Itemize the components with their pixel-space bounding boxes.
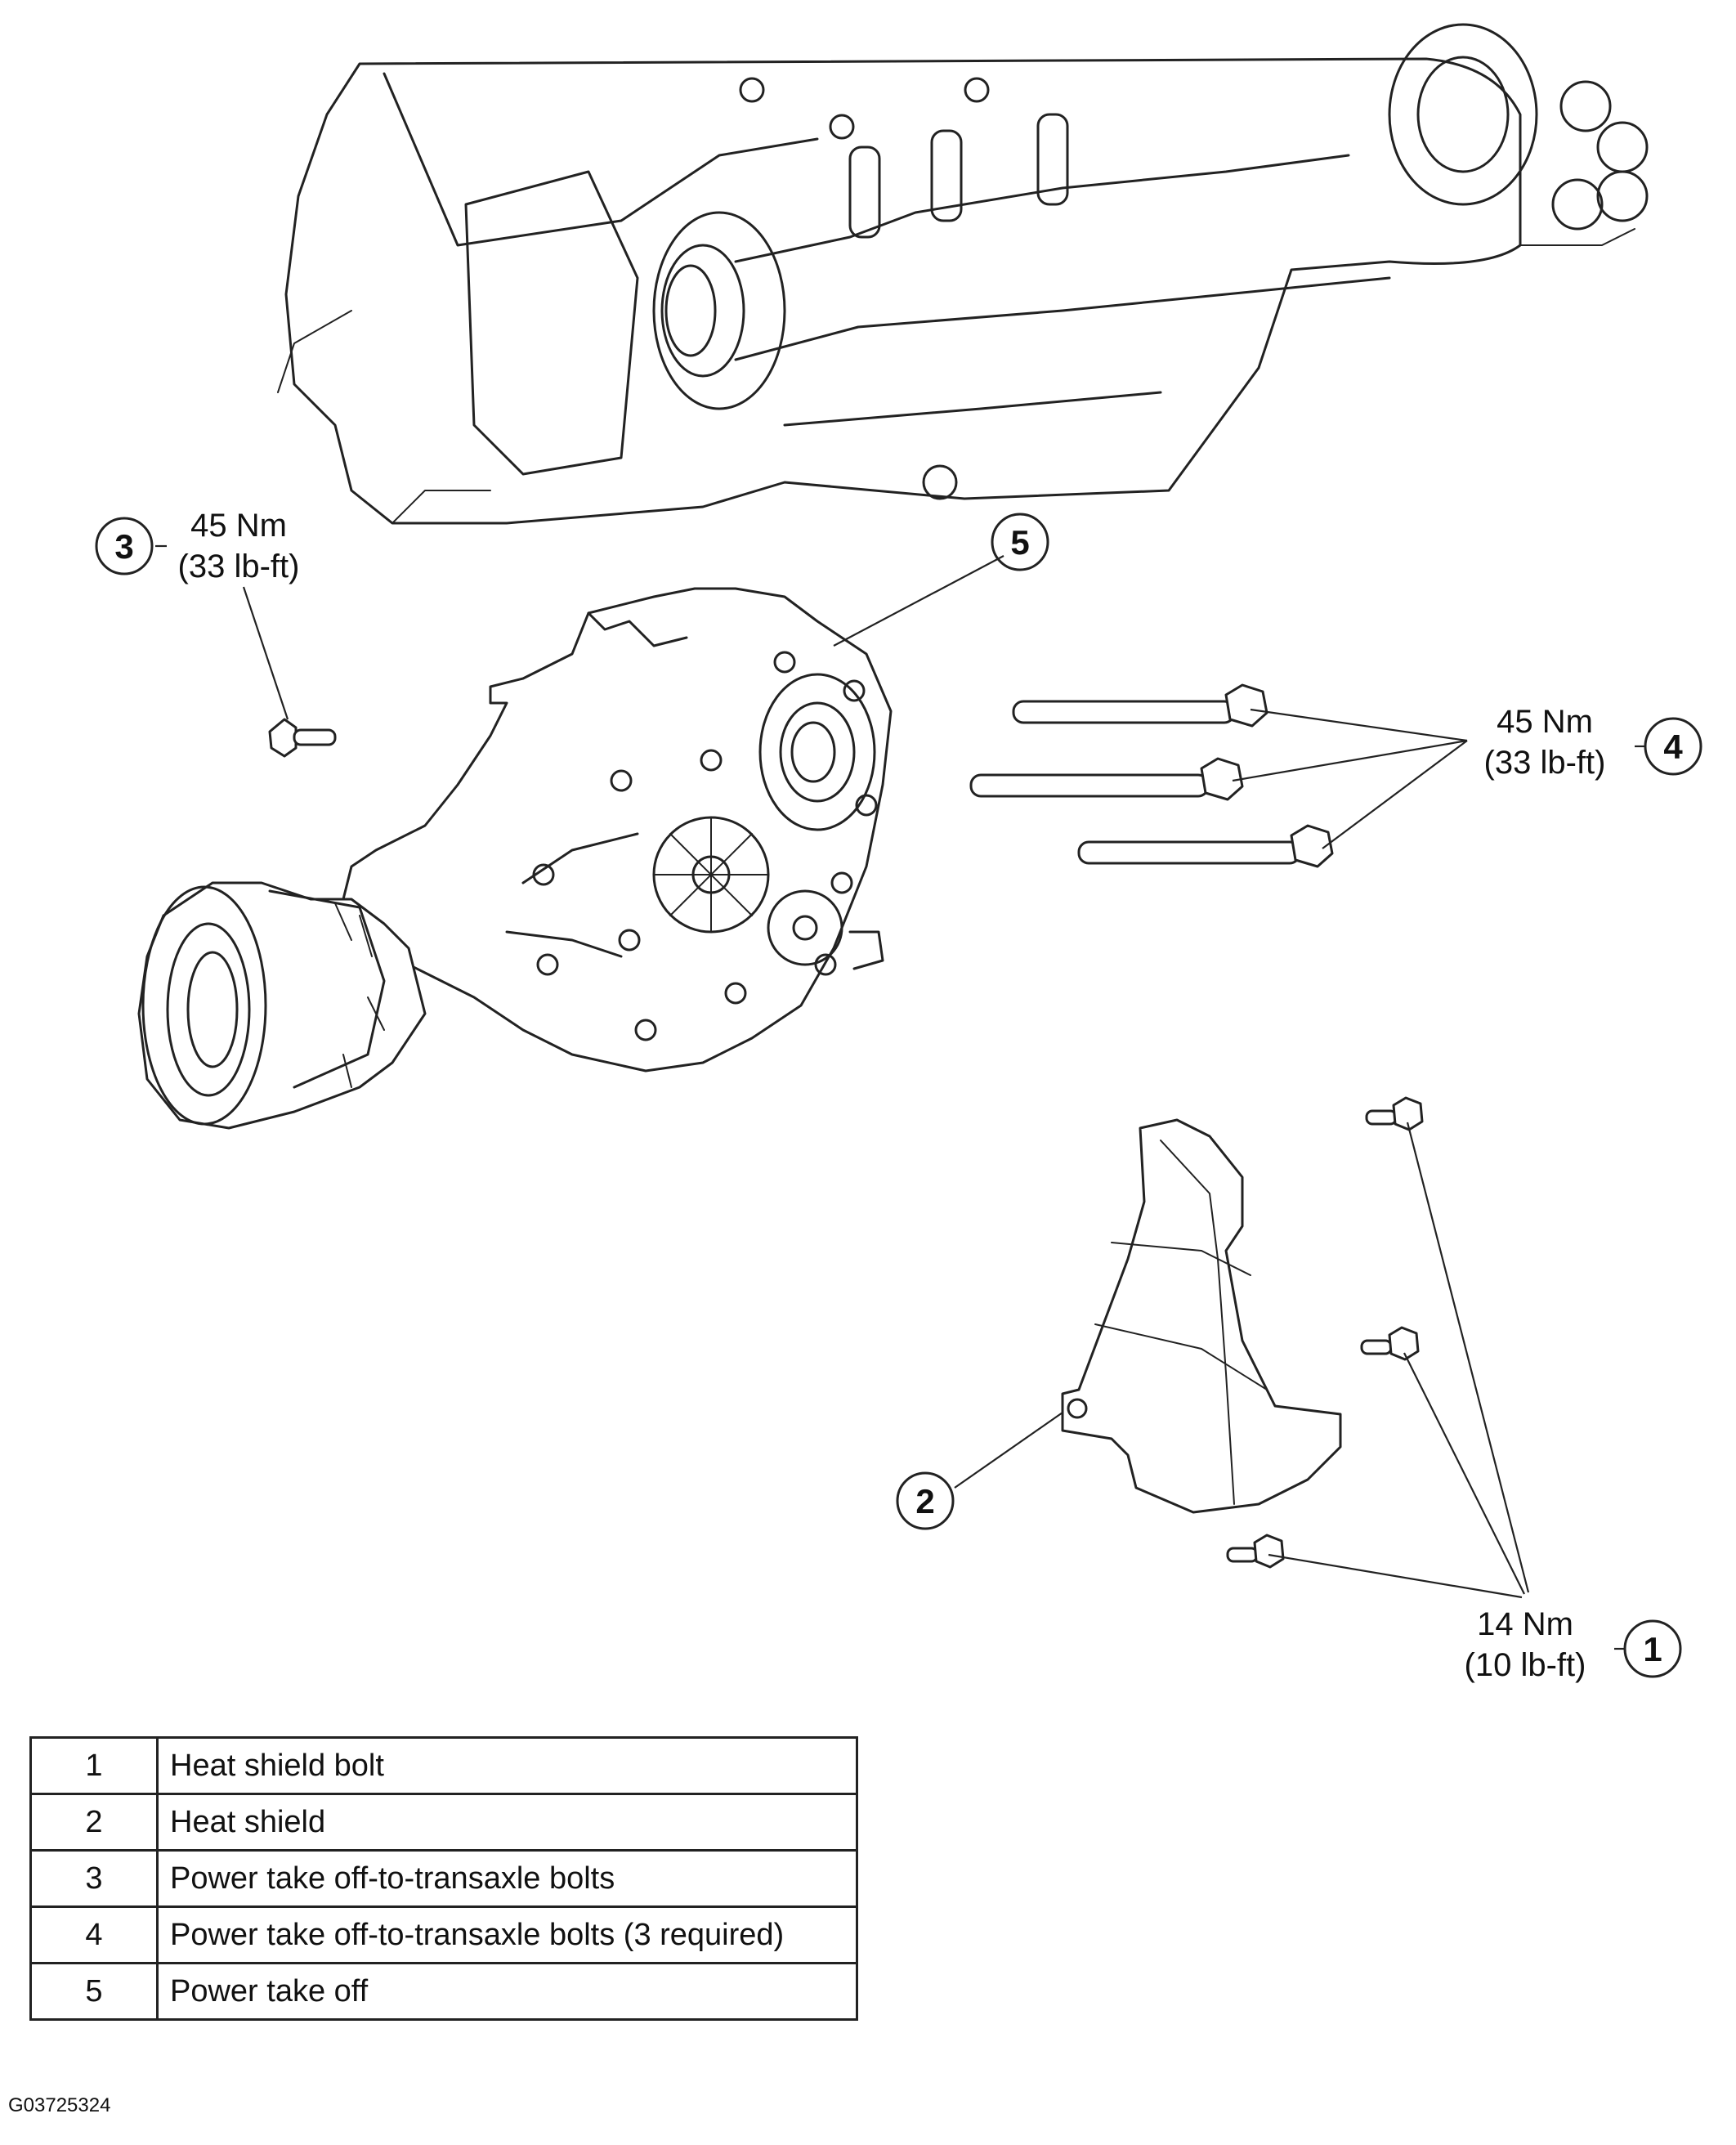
- legend-description: Power take off-to-transaxle bolts (3 req…: [156, 1905, 858, 1964]
- legend-number: 5: [29, 1962, 159, 2021]
- callout-number-5: 5: [1010, 523, 1029, 562]
- leader-lines: [155, 544, 1645, 1650]
- callout-2: 2: [896, 1471, 955, 1530]
- legend-description: Power take off-to-transaxle bolts: [156, 1849, 858, 1908]
- callout-5: 5: [991, 513, 1049, 571]
- legend-row: 2 Heat shield: [29, 1793, 858, 1852]
- callout-number-1: 1: [1643, 1630, 1662, 1668]
- callout-3-torque-nm: 45 Nm: [190, 508, 287, 544]
- legend-number: 4: [29, 1905, 159, 1964]
- power-take-off-illustration: [137, 587, 893, 1130]
- legend-description: Power take off: [156, 1962, 858, 2021]
- legend-row: 3 Power take off-to-transaxle bolts: [29, 1849, 858, 1908]
- legend-row: 1 Heat shield bolt: [29, 1736, 858, 1795]
- callout-1-torque-nm: 14 Nm: [1477, 1606, 1573, 1642]
- legend-description: Heat shield bolt: [156, 1736, 858, 1795]
- exploded-parts-diagram: 3 45 Nm (33 lb-ft) 5 45 Nm (33 lb-ft) 4 …: [95, 23, 1702, 1683]
- callout-circle-1: [1623, 1619, 1682, 1678]
- callout-number-3: 3: [114, 527, 133, 566]
- callout-circle-4: [1644, 717, 1702, 776]
- callout-circle-5: [991, 513, 1049, 571]
- legend-number: 2: [29, 1793, 159, 1852]
- bolts-item-4-illustration: [969, 683, 1334, 868]
- callout-3-torque-lbft: (33 lb-ft): [178, 549, 300, 584]
- parts-legend-table: 1 Heat shield bolt 2 Heat shield 3 Power…: [29, 1736, 858, 2021]
- callout-circle-2: [896, 1471, 955, 1530]
- callout-number-2: 2: [915, 1482, 934, 1520]
- legend-row: 4 Power take off-to-transaxle bolts (3 r…: [29, 1905, 858, 1964]
- figure-id: G03725324: [8, 2094, 111, 2116]
- heat-shield-illustration: [1061, 1118, 1342, 1514]
- heat-shield-bolts-illustration: [1226, 1096, 1424, 1569]
- callout-4: 45 Nm (33 lb-ft) 4: [1484, 704, 1702, 781]
- callout-4-torque-nm: 45 Nm: [1497, 704, 1593, 740]
- bolt-item-3-illustration: [268, 718, 337, 758]
- transaxle-illustration: [277, 23, 1649, 525]
- callout-number-4: 4: [1663, 728, 1683, 766]
- legend-row: 5 Power take off: [29, 1962, 858, 2021]
- callout-1: 14 Nm (10 lb-ft) 1: [1465, 1606, 1682, 1683]
- legend-number: 3: [29, 1849, 159, 1908]
- callout-4-torque-lbft: (33 lb-ft): [1484, 745, 1606, 781]
- callout-1-torque-lbft: (10 lb-ft): [1465, 1647, 1586, 1683]
- legend-number: 1: [29, 1736, 159, 1795]
- callout-circle-3: [95, 517, 154, 575]
- legend-description: Heat shield: [156, 1793, 858, 1852]
- callout-3: 3 45 Nm (33 lb-ft): [95, 508, 300, 584]
